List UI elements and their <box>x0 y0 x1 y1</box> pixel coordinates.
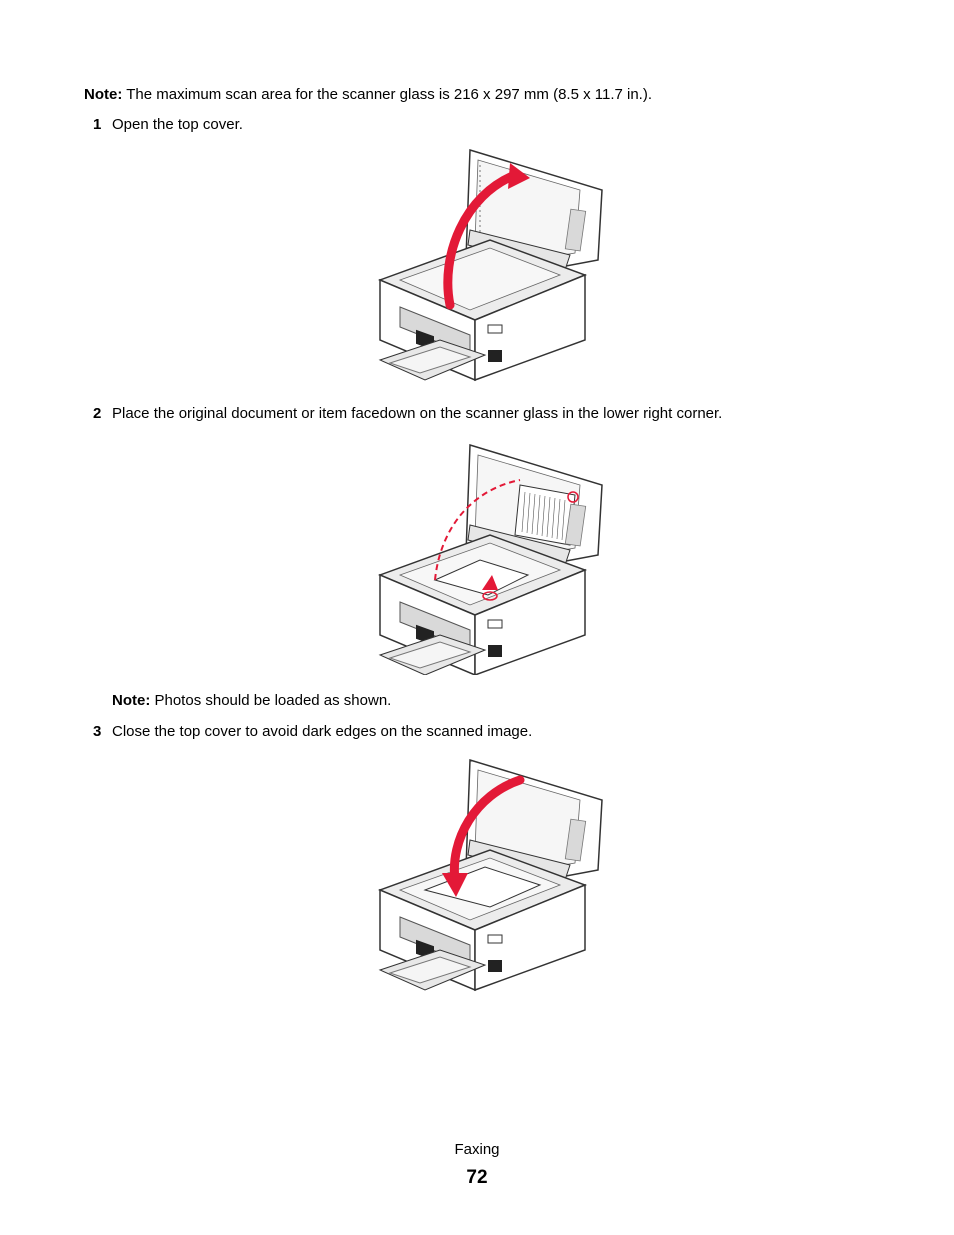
step-number-3: 3 <box>93 723 102 740</box>
printer-illustration-place-document <box>377 444 603 675</box>
note-label: Note: <box>112 692 151 709</box>
step-number-2: 2 <box>93 405 102 422</box>
note-photos: Note: Photos should be loaded as shown. <box>112 692 391 710</box>
note-label: Note: <box>84 86 123 103</box>
printer-illustration-close-cover <box>377 759 603 992</box>
note-text: Photos should be loaded as shown. <box>150 692 392 709</box>
step-text-2: Place the original document or item face… <box>112 405 723 422</box>
step-text-1: Open the top cover. <box>112 116 243 133</box>
step-number-1: 1 <box>93 116 102 133</box>
page-number: 72 <box>466 1167 488 1188</box>
printer-illustration-open-cover <box>377 149 603 382</box>
footer-section-title: Faxing <box>454 1141 500 1158</box>
note-top: Note: The maximum scan area for the scan… <box>84 86 652 104</box>
step-text-3: Close the top cover to avoid dark edges … <box>112 723 533 740</box>
note-text: The maximum scan area for the scanner gl… <box>122 86 653 103</box>
